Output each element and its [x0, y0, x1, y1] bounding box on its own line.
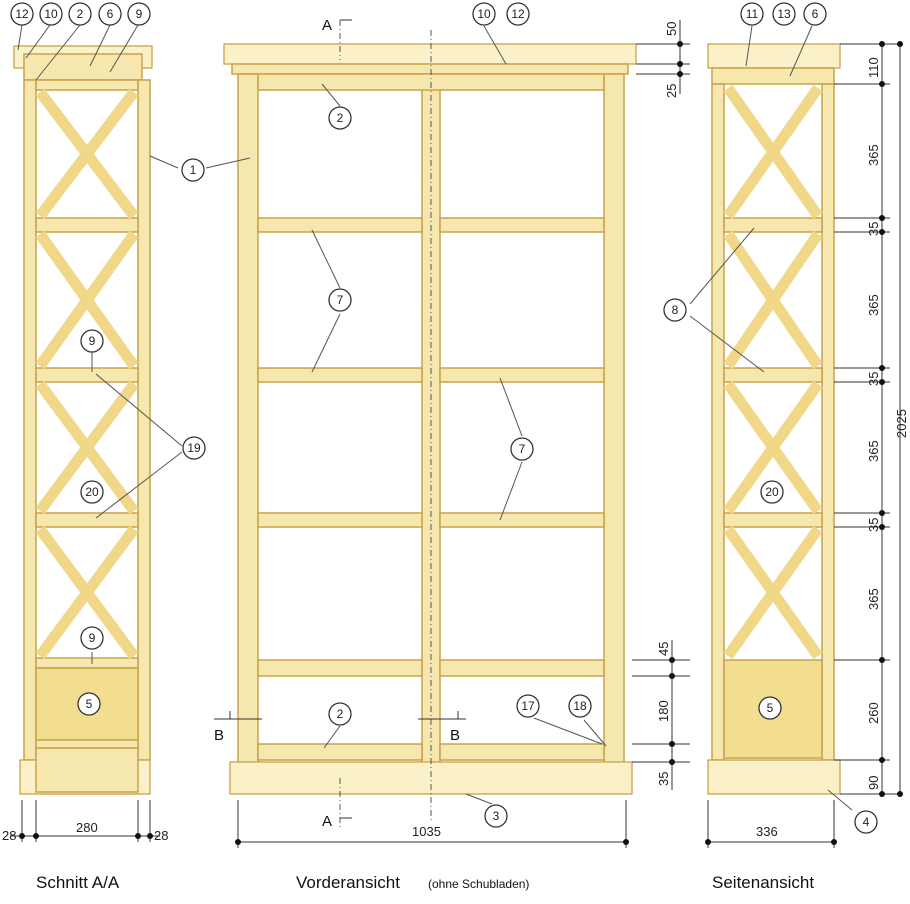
dim-bottom-right: 336	[756, 824, 778, 839]
part-m-7a: 7	[337, 293, 344, 307]
left-rail-top	[35, 79, 139, 91]
dim-mid-rail: 45	[656, 642, 671, 656]
section-a-top-label: A	[322, 17, 332, 34]
front-post-left	[237, 73, 259, 765]
part-m-3: 3	[493, 809, 500, 823]
front-shelf-2l	[257, 367, 423, 383]
dimension-lines: 28 280 28 1035 336 50 25 45 180 35	[2, 20, 909, 848]
dim-right-c1: 365	[866, 144, 881, 166]
left-drawer-rail	[35, 739, 139, 749]
part-m-10: 10	[477, 7, 491, 21]
left-cross-braces	[35, 88, 139, 660]
dim-right-drawer: 260	[866, 702, 881, 724]
side-top-board	[707, 43, 841, 69]
side-rail-1	[723, 217, 823, 233]
front-shelf-2r	[439, 367, 605, 383]
side-view	[707, 43, 841, 795]
dim-right-top: 110	[866, 57, 881, 78]
dim-right-c2: 365	[866, 294, 881, 316]
dim-bottom-middle: 1035	[412, 824, 441, 839]
dim-right-r3: 35	[866, 518, 881, 532]
side-top-frame	[711, 67, 835, 85]
part-r-8: 8	[672, 303, 679, 317]
part-r-13: 13	[777, 7, 791, 21]
part-m-17: 17	[521, 699, 535, 713]
dim-right-r1: 35	[866, 222, 881, 236]
part-l-6: 6	[107, 7, 114, 21]
part-r-11: 11	[746, 7, 759, 21]
front-post-right	[603, 73, 625, 765]
front-shelf-1l	[257, 217, 423, 233]
dim-right-c4: 365	[866, 588, 881, 610]
part-l-19: 19	[187, 441, 201, 455]
caption-front-view-note: (ohne Schubladen)	[428, 877, 529, 891]
part-l-12: 12	[15, 7, 29, 21]
left-rail-1	[35, 217, 139, 233]
section-view-left	[13, 45, 153, 795]
section-a-bottom-label: A	[322, 813, 332, 830]
part-m-2: 2	[337, 111, 344, 125]
part-m-12: 12	[511, 7, 525, 21]
part-l-20: 20	[85, 485, 99, 499]
part-r-4: 4	[863, 815, 870, 829]
side-base	[707, 759, 841, 795]
part-l-5: 5	[86, 697, 93, 711]
caption-front-view: Vorderansicht	[296, 873, 400, 892]
dim-mid-drawer: 180	[656, 700, 671, 722]
part-m-1: 1	[190, 163, 197, 177]
front-shelf-3r	[439, 512, 605, 528]
left-base-front	[35, 747, 139, 793]
side-rail-2	[723, 367, 823, 383]
part-l-10: 10	[44, 7, 58, 21]
part-r-20: 20	[765, 485, 779, 499]
dim-top-frame: 25	[664, 84, 679, 98]
dim-bottom-left-c: 28	[154, 828, 168, 843]
left-rail-4	[35, 657, 139, 669]
front-top-frame	[231, 63, 629, 75]
part-l-9c: 9	[89, 631, 96, 645]
caption-section-view: Schnitt A/A	[36, 873, 120, 892]
dim-right-c3: 365	[866, 440, 881, 462]
front-bottom-rail-l	[257, 743, 423, 761]
front-top-board	[223, 43, 637, 65]
dim-mid-base: 35	[656, 772, 671, 786]
dim-right-r2: 35	[866, 372, 881, 386]
part-r-6: 6	[812, 7, 819, 21]
dim-bottom-left-b: 280	[76, 820, 98, 835]
leader-lines	[17, 24, 853, 811]
part-m-18: 18	[573, 699, 587, 713]
left-rail-2	[35, 367, 139, 383]
part-l-2: 2	[77, 7, 84, 21]
caption-side-view: Seitenansicht	[712, 873, 814, 892]
front-shelf-4r	[439, 659, 605, 677]
front-view: A A B B	[214, 17, 637, 830]
dim-top-board: 50	[664, 22, 679, 36]
section-b-left-label: B	[214, 727, 224, 744]
part-m-7b: 7	[519, 442, 526, 456]
part-l-9: 9	[136, 7, 143, 21]
front-shelf-3l	[257, 512, 423, 528]
side-cross-braces	[723, 84, 823, 660]
front-shelf-4l	[257, 659, 423, 677]
left-post-back	[137, 79, 151, 761]
left-rail-3	[35, 512, 139, 528]
side-rail-3	[723, 512, 823, 528]
front-bottom-rail-r	[439, 743, 605, 761]
dim-right-base: 90	[866, 776, 881, 790]
part-l-9b: 9	[89, 334, 96, 348]
left-top-frame	[23, 53, 143, 81]
dim-bottom-left-a: 28	[2, 828, 16, 843]
part-bubbles: 12 10 2 6 9 9 19 20 9 5 1 10 12 2 7 7 2 …	[10, 2, 878, 834]
dim-right-total: 2025	[894, 409, 909, 438]
front-shelf-1r	[439, 217, 605, 233]
part-m-2b: 2	[337, 707, 344, 721]
side-post-front	[711, 83, 725, 761]
section-b-right-label: B	[450, 727, 460, 744]
left-post-front	[23, 79, 37, 761]
side-post-back	[821, 83, 835, 761]
part-r-5: 5	[767, 701, 774, 715]
